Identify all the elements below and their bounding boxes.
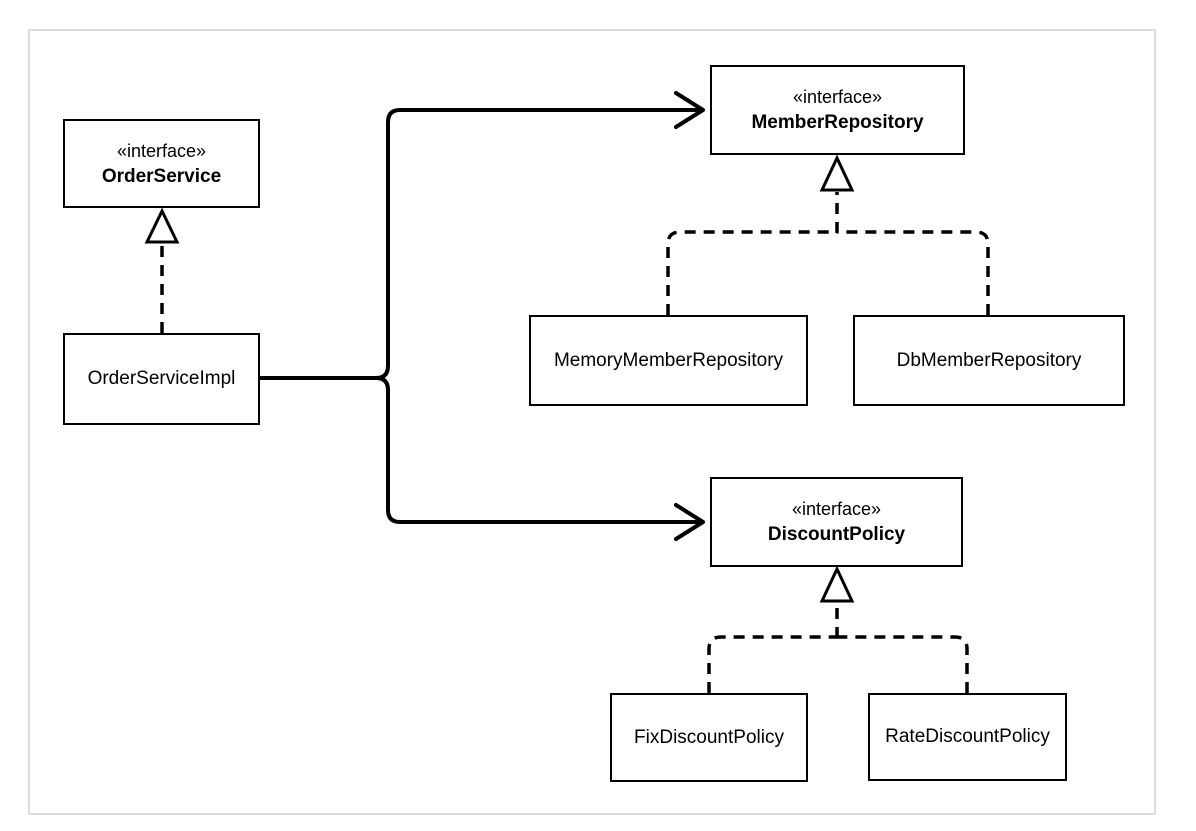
- node-discount-policy[interactable]: «interface» DiscountPolicy: [710, 477, 963, 567]
- class-name: RateDiscountPolicy: [885, 726, 1050, 747]
- node-fix-discount-policy[interactable]: FixDiscountPolicy: [610, 693, 808, 782]
- class-name: OrderServiceImpl: [87, 368, 236, 389]
- class-name: DiscountPolicy: [767, 524, 906, 545]
- stereotype-label: «interface»: [116, 140, 207, 161]
- class-name: MemoryMemberRepository: [553, 349, 784, 371]
- class-name: FixDiscountPolicy: [634, 726, 784, 748]
- node-rate-discount-policy[interactable]: RateDiscountPolicy: [868, 693, 1067, 781]
- stereotype-label: «interface»: [792, 87, 883, 107]
- class-name: DbMemberRepository: [896, 349, 1082, 371]
- class-name: OrderService: [101, 165, 222, 187]
- node-member-repository[interactable]: «interface» MemberRepository: [710, 65, 965, 155]
- node-order-service[interactable]: «interface» OrderService: [63, 119, 260, 208]
- node-memory-member-repository[interactable]: MemoryMemberRepository: [529, 315, 808, 406]
- stereotype-label: «interface»: [791, 499, 882, 519]
- node-order-service-impl[interactable]: OrderServiceImpl: [63, 333, 260, 425]
- class-name: MemberRepository: [751, 112, 924, 133]
- node-db-member-repository[interactable]: DbMemberRepository: [853, 315, 1125, 406]
